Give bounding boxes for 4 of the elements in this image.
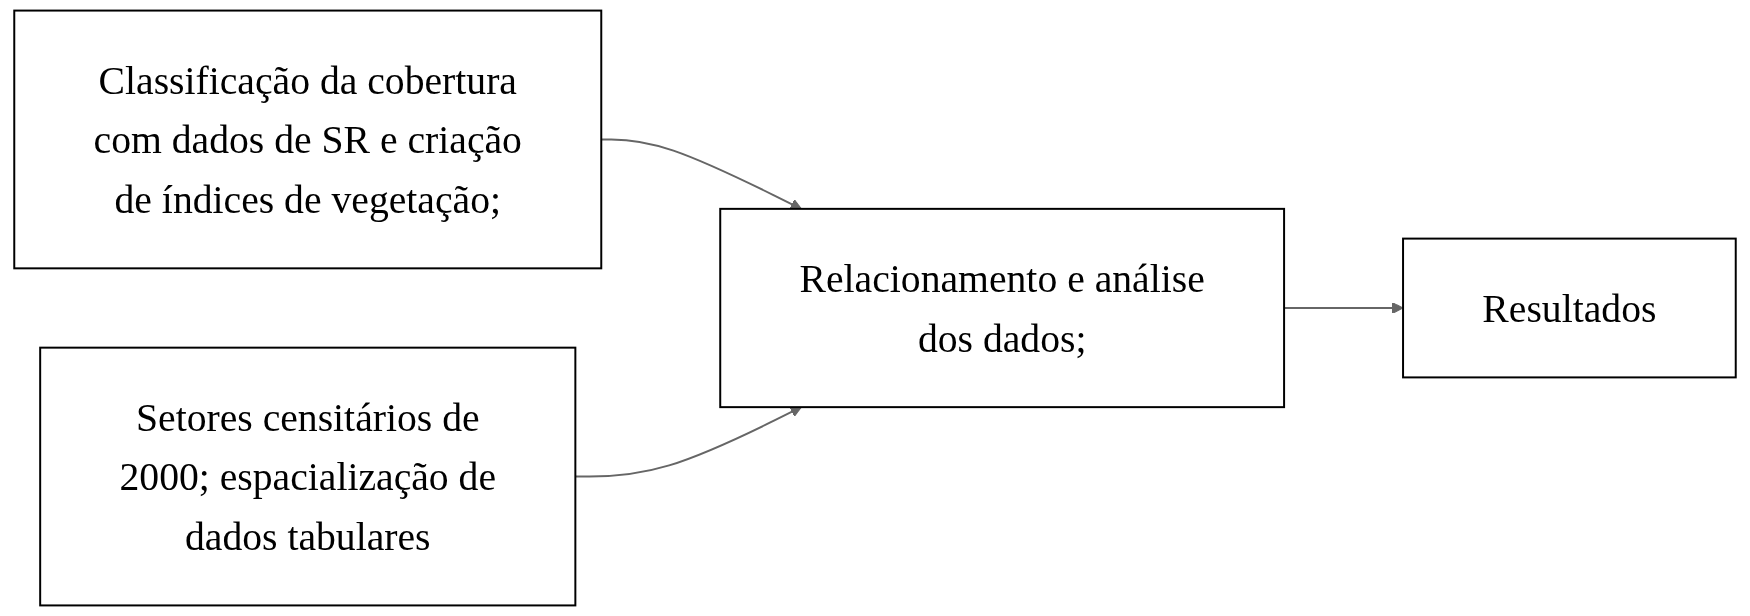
node-box: Resultados xyxy=(1402,237,1737,379)
node-box: Classificação da cobertura com dados de SR e criação de índices de vegetação; xyxy=(13,9,603,270)
node-box: Setores censitários de 2000; espacialização de dados tabulares xyxy=(39,346,577,607)
node-box: Relacionamento e análise dos dados; xyxy=(719,207,1286,409)
